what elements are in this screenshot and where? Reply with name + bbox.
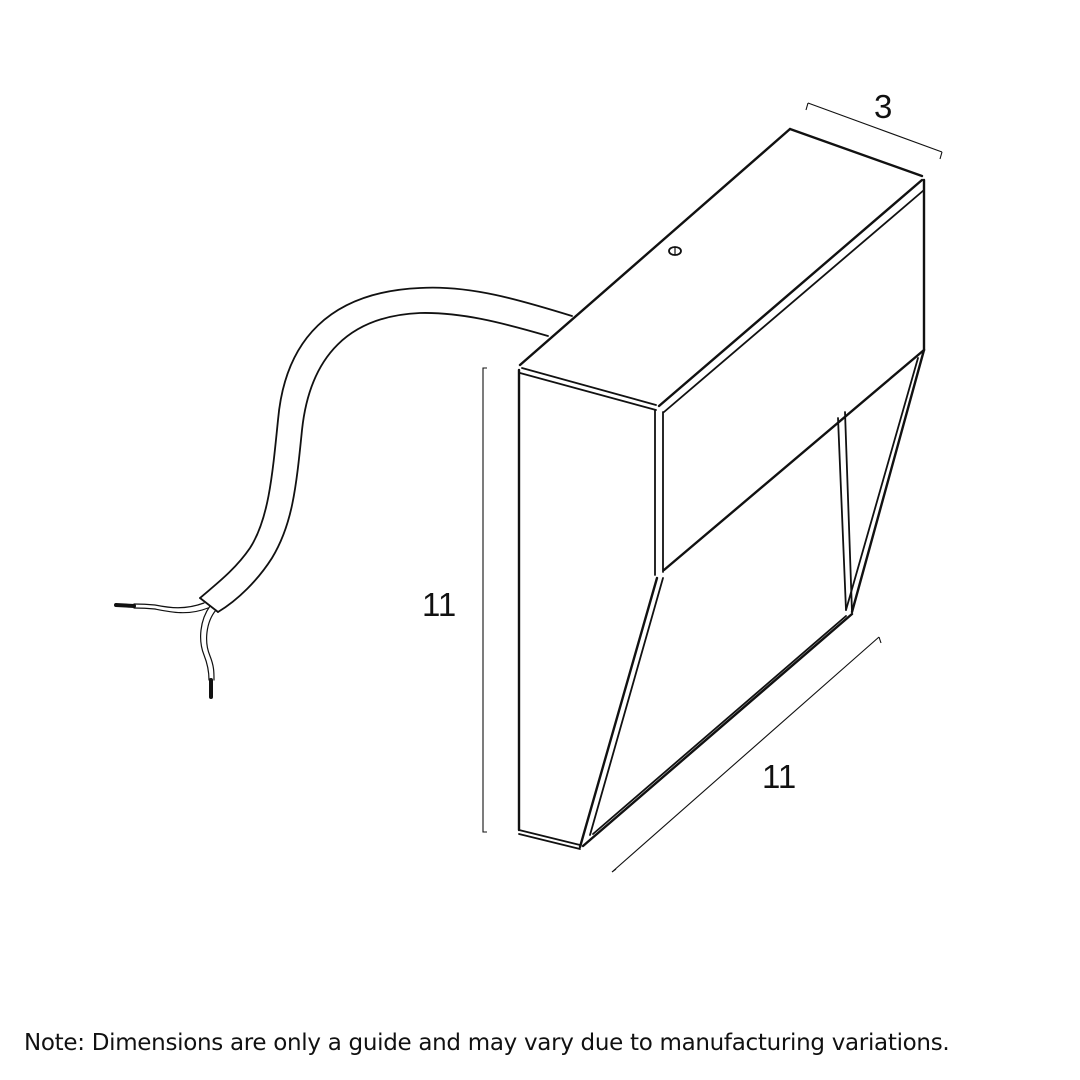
wires: [114, 602, 217, 699]
disclaimer-note: Note: Dimensions are only a guide and ma…: [24, 1030, 950, 1056]
width-dimension-label: 11: [762, 758, 797, 795]
height-dimension-label: 11: [422, 586, 457, 623]
depth-dimension-label: 3: [874, 88, 893, 125]
housing-top: [518, 127, 925, 413]
dimension-lines: [482, 102, 943, 873]
housing-front: [517, 368, 854, 850]
cable: [199, 286, 573, 613]
housing-side: [654, 178, 926, 614]
